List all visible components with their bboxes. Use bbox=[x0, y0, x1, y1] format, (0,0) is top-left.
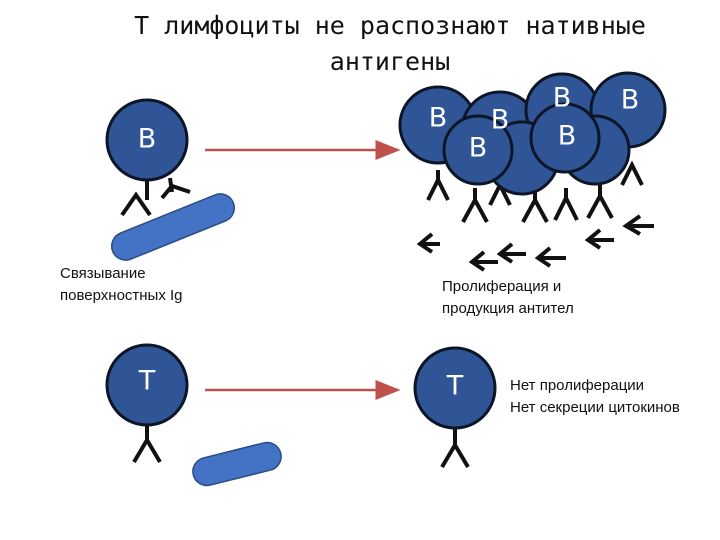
antigen-unbound bbox=[192, 441, 282, 487]
cluster-b-letter-4: В bbox=[621, 85, 640, 116]
caption-b-binding: Связывание поверхностных Ig bbox=[60, 263, 183, 307]
cluster-b-letter-3: В bbox=[553, 83, 572, 114]
t-cell-letter-2: Т bbox=[446, 371, 464, 402]
caption-b-binding-line-1: Связывание bbox=[60, 265, 146, 282]
antigen-bound bbox=[110, 193, 236, 261]
slide-title: Т лимфоциты не распознают нативные антиг… bbox=[60, 8, 720, 80]
t-cell-letter: Т bbox=[138, 366, 156, 397]
cluster-b-letter-2: В bbox=[491, 105, 510, 136]
title-line-1: Т лимфоциты не распознают нативные bbox=[134, 11, 646, 40]
b-cell-cluster: В В В В В В bbox=[398, 71, 667, 223]
caption-b-result-line-2: продукция антител bbox=[442, 300, 574, 317]
cluster-b-letter-5: В bbox=[469, 133, 488, 164]
caption-t-result-line-2: Нет секреции цитокинов bbox=[510, 399, 680, 416]
title-line-2: антигены bbox=[329, 47, 451, 76]
b-cell-letter: В bbox=[138, 124, 157, 155]
caption-t-result: Нет пролиферации Нет секреции цитокинов bbox=[510, 375, 680, 419]
caption-b-binding-line-2: поверхностных Ig bbox=[60, 287, 183, 304]
t-cell-resting: Т bbox=[105, 343, 189, 464]
caption-b-result: Пролиферация и продукция антител bbox=[442, 276, 574, 320]
cluster-b-letter-1: В bbox=[429, 103, 448, 134]
b-cell-resting: В bbox=[105, 98, 191, 217]
secreted-antibodies bbox=[416, 214, 654, 272]
caption-b-result-line-1: Пролиферация и bbox=[442, 278, 562, 295]
caption-t-result-line-1: Нет пролиферации bbox=[510, 377, 645, 394]
cluster-b-letter-6: В bbox=[558, 121, 577, 152]
t-cell-unactivated: Т bbox=[413, 346, 497, 469]
